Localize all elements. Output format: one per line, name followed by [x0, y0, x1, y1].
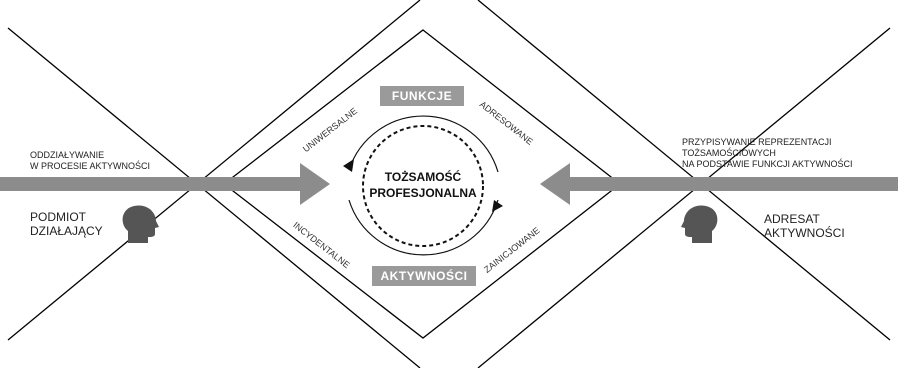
arrow-left-icon [540, 163, 898, 205]
right-caption: PRZYPISYWANIE REPREZENTACJI TOŻSAMOŚCIOW… [682, 137, 853, 169]
head-profile-icon [681, 205, 718, 243]
left-caption: ODDZIAŁYWANIE W PROCESIE AKTYWNOŚCI [30, 150, 150, 172]
right-person-line1: ADRESAT [764, 212, 820, 226]
activities-box: AKTYWNOŚCI [372, 266, 476, 286]
right-caption-line2: TOŻSAMOŚCIOWYCH [682, 147, 776, 158]
left-person-label: PODMIOT DZIAŁAJĄCY [30, 210, 103, 239]
diamond [222, 29, 622, 339]
x-line-left-bottom [7, 0, 421, 341]
left-person-line1: PODMIOT [30, 210, 86, 224]
center-title-line1: TOŻSAMOŚĆ [384, 170, 462, 184]
left-caption-line1: ODDZIAŁYWANIE [30, 150, 105, 160]
left-person-line2: DZIAŁAJĄCY [30, 224, 103, 239]
cycle-arrow-icon [343, 115, 503, 256]
right-caption-line1: PRZYPISYWANIE REPREZENTACJI [682, 137, 832, 147]
dashed-circle [362, 125, 484, 247]
center-title: TOŻSAMOŚĆ PROFESJONALNA [363, 170, 483, 201]
arrow-right-icon [0, 163, 330, 205]
x-line-right-top [477, 27, 891, 368]
right-caption-line3: NA PODSTAWIE FUNKCJI AKTYWNOŚCI [682, 158, 853, 169]
right-person-line2: AKTYWNOŚCI [764, 226, 845, 241]
left-caption-line2: W PROCESIE AKTYWNOŚCI [30, 160, 151, 171]
head-profile-icon [122, 205, 159, 243]
center-title-line2: PROFESJONALNA [369, 185, 477, 200]
x-line-left-top [7, 27, 421, 368]
right-person-label: ADRESAT AKTYWNOŚCI [764, 212, 845, 241]
functions-box: FUNKCJE [380, 86, 464, 106]
x-line-right-bottom [477, 0, 891, 341]
